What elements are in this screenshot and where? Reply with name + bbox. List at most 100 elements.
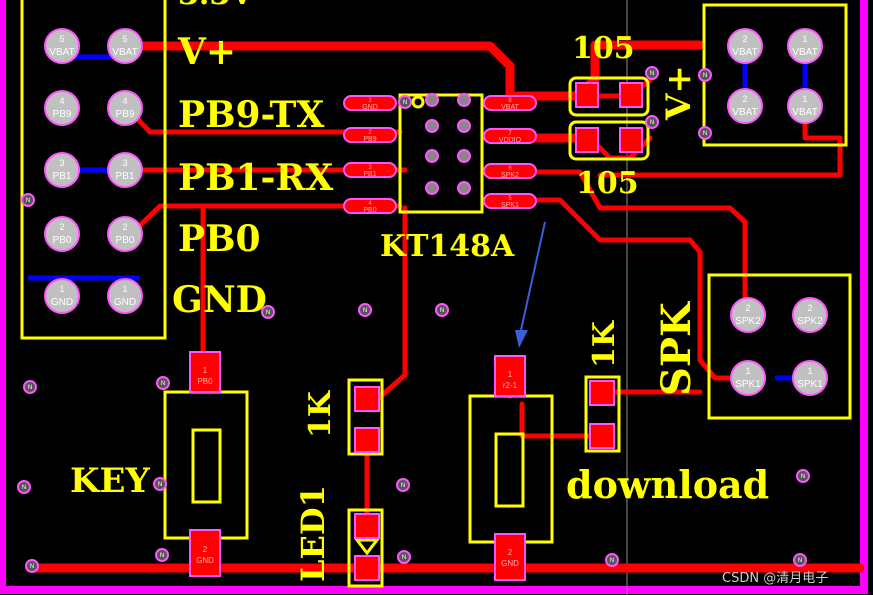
no-net-via: N bbox=[698, 68, 712, 82]
no-net-via: N bbox=[17, 480, 31, 494]
download-outline bbox=[468, 394, 554, 544]
pad-number: 2 bbox=[742, 34, 747, 44]
pad-number: 5 bbox=[59, 34, 64, 44]
via bbox=[457, 119, 471, 133]
svg-text:N: N bbox=[650, 120, 654, 126]
pad-number: 2 bbox=[508, 548, 513, 557]
ic-pin1-marker bbox=[411, 95, 425, 109]
svg-text:N: N bbox=[266, 310, 270, 316]
res-right-pad-1[interactable] bbox=[589, 380, 615, 406]
no-net-via: N bbox=[358, 303, 372, 317]
header-pad[interactable]: 1 GND bbox=[44, 278, 80, 314]
ic-pad[interactable]: 3 PB1 bbox=[343, 162, 397, 178]
svg-text:N: N bbox=[403, 100, 407, 106]
header-pad[interactable]: 2 PB0 bbox=[107, 216, 143, 252]
spk-connector: 2 SPK2 2 SPK2 1 SPK1 1 SPK1 bbox=[730, 297, 828, 396]
ic-pad[interactable]: 6 SPK2 bbox=[483, 163, 537, 179]
svg-text:N: N bbox=[801, 474, 805, 480]
no-net-markers: N N N N N N N N N N N N N N N N N N N N bbox=[17, 66, 810, 573]
silk-ic-name: KT148A bbox=[380, 229, 515, 264]
pad-net: GND bbox=[501, 559, 519, 568]
header-pad[interactable]: 5 VBAT bbox=[107, 28, 143, 64]
ic-pad[interactable]: 5 SPK1 bbox=[483, 193, 537, 209]
spk-pad[interactable]: 2 SPK2 bbox=[792, 297, 828, 333]
via bbox=[457, 149, 471, 163]
download-pad[interactable]: 2 GND bbox=[494, 533, 526, 581]
spk-pad[interactable]: 1 SPK1 bbox=[792, 360, 828, 396]
ic-pad[interactable]: 4 PB0 bbox=[343, 198, 397, 214]
ic-pad[interactable]: 2 PB9 bbox=[343, 127, 397, 143]
pad-number: 3 bbox=[122, 158, 127, 168]
vbat-pad[interactable]: 1 VBAT bbox=[787, 88, 823, 124]
vbat-pad[interactable]: 2 VBAT bbox=[727, 28, 763, 64]
key-actuator bbox=[191, 428, 222, 504]
no-net-via: N bbox=[155, 548, 169, 562]
ic-pad[interactable]: 1 GND bbox=[343, 95, 397, 111]
led-pad-1[interactable] bbox=[354, 513, 380, 539]
header-pad[interactable]: 1 GND bbox=[107, 278, 143, 314]
header-pad[interactable]: 2 PB0 bbox=[44, 216, 80, 252]
ic-pad[interactable]: 8 VBAT bbox=[483, 95, 537, 111]
silk-cap-top: 105 bbox=[572, 31, 635, 66]
res-right-pad-2[interactable] bbox=[589, 423, 615, 449]
svg-text:N: N bbox=[610, 558, 614, 564]
spk-pad[interactable]: 1 SPK1 bbox=[730, 360, 766, 396]
key-pad[interactable]: 2 GND bbox=[189, 529, 221, 577]
pad-net: PB9 bbox=[53, 109, 72, 120]
pad-net: PB0 bbox=[197, 377, 213, 386]
header-pad[interactable]: 3 PB1 bbox=[107, 152, 143, 188]
led-pad-2[interactable] bbox=[354, 555, 380, 581]
svg-text:N: N bbox=[798, 558, 802, 564]
pad-net: SPK1 bbox=[735, 379, 761, 390]
download-pad[interactable]: 1 r2-1 bbox=[494, 355, 526, 397]
cap-top-pad-2[interactable] bbox=[619, 82, 643, 108]
no-net-via: N bbox=[25, 559, 39, 573]
pad-number: 2 bbox=[203, 545, 208, 554]
pad-net: SPK1 bbox=[501, 202, 519, 209]
silk-pb1rx: PB1-RX bbox=[178, 157, 333, 199]
pad-number: 2 bbox=[745, 303, 750, 313]
cap-bottom-pad-2[interactable] bbox=[619, 127, 643, 153]
svg-text:N: N bbox=[703, 73, 707, 79]
key-pad[interactable]: 1 PB0 bbox=[189, 351, 221, 393]
via bbox=[457, 93, 471, 107]
via bbox=[425, 93, 439, 107]
pad-net: PB9 bbox=[363, 136, 376, 143]
svg-text:N: N bbox=[158, 482, 162, 488]
header-pad[interactable]: 4 PB9 bbox=[107, 90, 143, 126]
trace-vbat bbox=[120, 40, 705, 101]
pad-number: 4 bbox=[59, 96, 64, 106]
via bbox=[425, 181, 439, 195]
silk-vplus-right: V+ bbox=[659, 65, 699, 121]
header-pad[interactable]: 4 PB9 bbox=[44, 90, 80, 126]
silk-download: download bbox=[566, 462, 769, 507]
res-left-pad-1[interactable] bbox=[354, 386, 380, 412]
header-pad[interactable]: 3 PB1 bbox=[44, 152, 80, 188]
pad-net: PB1 bbox=[363, 171, 376, 178]
trace-layer bbox=[25, 40, 865, 573]
cap-top-pad-1[interactable] bbox=[575, 82, 599, 108]
header-pad[interactable]: 5 VBAT bbox=[44, 28, 80, 64]
pad-number: 2 bbox=[807, 303, 812, 313]
pad-net: GND bbox=[114, 297, 136, 308]
pad-number: 1 bbox=[745, 366, 750, 376]
trace-cap-gnd-right bbox=[597, 137, 843, 178]
ic-vias bbox=[425, 93, 471, 195]
pad-net: VBAT bbox=[49, 47, 74, 58]
vbat-pad[interactable]: 2 VBAT bbox=[727, 88, 763, 124]
pad-number: 1 bbox=[59, 284, 64, 294]
ic-pad[interactable]: 7 VDDIO bbox=[483, 128, 537, 144]
silk-key: KEY bbox=[70, 461, 150, 501]
cap-bottom-pad-1[interactable] bbox=[575, 127, 599, 153]
res-left-pad-2[interactable] bbox=[354, 427, 380, 453]
silk-pb0: PB0 bbox=[178, 218, 261, 260]
no-net-via: N bbox=[796, 469, 810, 483]
vbat-pad[interactable]: 1 VBAT bbox=[787, 28, 823, 64]
spk-pad[interactable]: 2 SPK2 bbox=[730, 297, 766, 333]
res-right-outline bbox=[584, 375, 621, 453]
svg-text:N: N bbox=[161, 381, 165, 387]
pad-number: 1 bbox=[802, 94, 807, 104]
vbat-conn-outline bbox=[702, 3, 848, 147]
